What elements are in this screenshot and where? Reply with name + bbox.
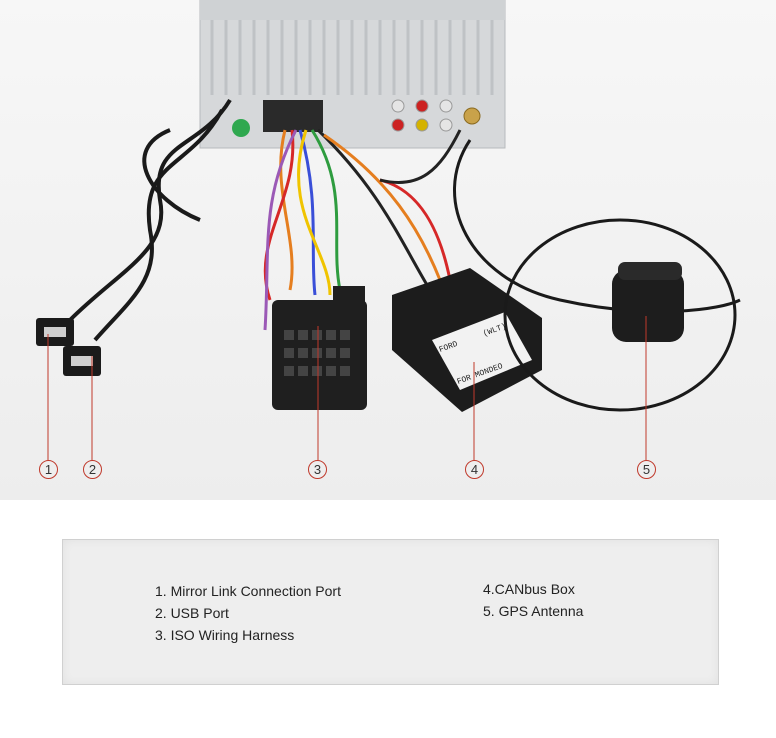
usb-cables bbox=[68, 98, 232, 342]
iso-connector bbox=[272, 286, 367, 410]
legend-item-mirror-link: 1. Mirror Link Connection Port bbox=[155, 583, 341, 599]
gps-antenna bbox=[453, 139, 741, 412]
leader-lines bbox=[47, 316, 647, 460]
callout-2: 2 bbox=[83, 460, 102, 479]
product-photo: FORD (WLT) FOR MONDEO bbox=[0, 0, 776, 500]
legend-item-canbus-box: 4.CANbus Box bbox=[483, 581, 575, 597]
callout-1: 1 bbox=[39, 460, 58, 479]
head-unit-chassis bbox=[199, 0, 506, 149]
callout-3: 3 bbox=[308, 460, 327, 479]
wiring-bundle bbox=[263, 128, 462, 331]
callout-5: 5 bbox=[637, 460, 656, 479]
legend-right-column: 4.CANbus Box 5. GPS Antenna bbox=[483, 578, 583, 622]
legend-item-iso-harness: 3. ISO Wiring Harness bbox=[155, 627, 295, 643]
legend-box: 1. Mirror Link Connection Port 2. USB Po… bbox=[62, 539, 719, 685]
legend-item-usb-port: 2. USB Port bbox=[155, 605, 229, 621]
callout-4: 4 bbox=[465, 460, 484, 479]
legend-item-gps-antenna: 5. GPS Antenna bbox=[483, 603, 584, 619]
legend-left-column: 1. Mirror Link Connection Port 2. USB Po… bbox=[155, 580, 341, 646]
usb-ports bbox=[36, 318, 101, 376]
canbus-box bbox=[392, 268, 542, 412]
